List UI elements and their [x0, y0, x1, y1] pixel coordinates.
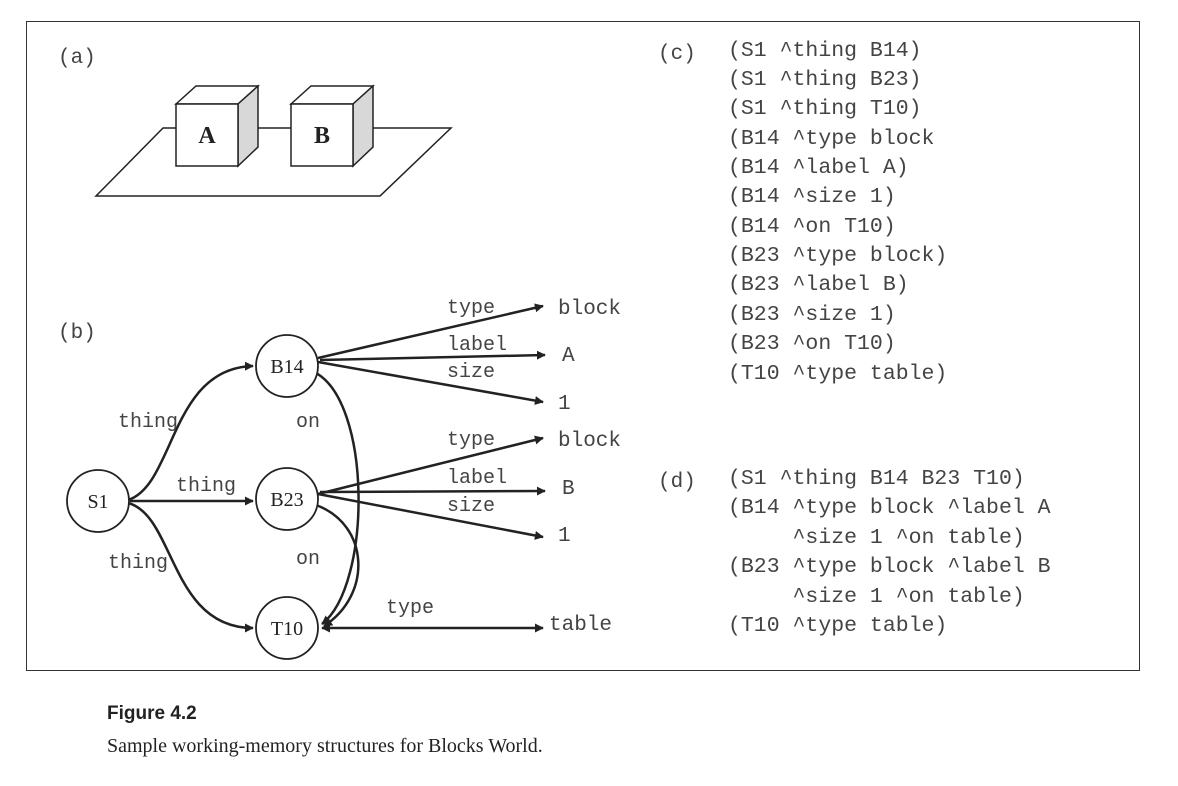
panel-label-a: (a): [58, 47, 96, 70]
block-b-label: B: [314, 123, 330, 149]
code-line: (B23 ^on T10): [728, 332, 896, 356]
value-b23-label: B: [562, 478, 575, 501]
node-s1-label: S1: [87, 491, 108, 513]
code-line: (S1 ^thing B23): [728, 68, 922, 92]
code-line: (B14 ^type block: [728, 127, 935, 151]
edge-b23-on: [315, 503, 360, 628]
edge-label-b23-size: size: [447, 495, 495, 518]
panel-label-b: (b): [58, 322, 96, 345]
figure-caption-text: Sample working-memory structures for Blo…: [107, 735, 543, 757]
node-s1: [66, 469, 130, 533]
edge-label-s1-t10: thing: [108, 552, 168, 575]
block-a: A: [174, 84, 260, 168]
code-line: (B14 ^on T10): [728, 215, 896, 239]
code-line: (B23 ^size 1): [728, 303, 896, 327]
edge-label-b14-size: size: [447, 361, 495, 384]
node-b23-label: B23: [270, 489, 303, 511]
edge-label-s1-b23: thing: [176, 475, 236, 498]
code-line: (S1 ^thing B14): [728, 39, 922, 63]
edge-label-b14-label: label: [447, 334, 507, 357]
graph-edge-labels: thing thing thing type label size on typ…: [108, 297, 507, 620]
node-b14-label: B14: [270, 356, 303, 378]
graph-nodes: S1 B14 B23 T10: [66, 334, 319, 660]
code-line: (B23 ^type block): [728, 244, 948, 268]
edge-s1-t10: [127, 501, 254, 633]
value-b23-type: block: [558, 430, 621, 453]
value-b14-label: A: [562, 345, 575, 368]
edge-b23-size: [317, 492, 544, 540]
code-line: (B14 ^size 1): [728, 185, 896, 209]
node-b14: [255, 334, 319, 398]
value-b14-type: block: [558, 298, 621, 321]
node-t10: [255, 596, 319, 660]
graph-edges: [127, 303, 546, 633]
code-line: (S1 ^thing B14 B23 T10): [728, 467, 1025, 491]
edge-b14-on: [313, 370, 360, 625]
node-t10-label: T10: [271, 618, 303, 640]
blocks-scene: A B: [94, 84, 453, 197]
panel-label-c: (c): [658, 43, 696, 66]
figure-frame: [26, 21, 1140, 671]
edge-label-b23-on: on: [296, 548, 320, 571]
code-line: ^size 1 ^on table): [728, 585, 1025, 609]
edge-s1-b14: [127, 361, 254, 502]
panel-label-d: (d): [658, 471, 696, 494]
edge-b14-size: [317, 360, 544, 406]
code-line: (B14 ^label A): [728, 156, 909, 180]
edge-label-b23-type: type: [447, 429, 495, 452]
figure-caption-title: Figure 4.2: [107, 703, 197, 724]
graph-values: block A 1 block B 1 table: [549, 298, 621, 637]
edge-b23-label: [319, 486, 546, 496]
code-line: (T10 ^type table): [728, 614, 948, 638]
code-line: (B23 ^type block ^label B: [728, 555, 1051, 579]
code-line: ^size 1 ^on table): [728, 526, 1025, 550]
table-surface: [94, 127, 453, 197]
value-t10-type: table: [549, 614, 612, 637]
edge-label-s1-b14: thing: [118, 411, 178, 434]
edge-b14-label: [319, 350, 546, 362]
edge-b23-type: [317, 435, 544, 496]
edge-label-t10-type: type: [386, 597, 434, 620]
code-line: (S1 ^thing T10): [728, 97, 922, 121]
block-a-label: A: [198, 123, 216, 149]
code-line: (B14 ^type block ^label A: [728, 496, 1051, 520]
edge-label-b23-label: label: [447, 467, 507, 490]
edge-label-b14-type: type: [447, 297, 495, 320]
node-b23: [255, 467, 319, 531]
block-b: B: [289, 84, 375, 168]
value-b23-size: 1: [558, 525, 571, 548]
edge-label-b14-on: on: [296, 411, 320, 434]
edge-b14-type: [317, 303, 544, 360]
code-line: (T10 ^type table): [728, 362, 948, 386]
code-line: (B23 ^label B): [728, 273, 909, 297]
value-b14-size: 1: [558, 393, 571, 416]
